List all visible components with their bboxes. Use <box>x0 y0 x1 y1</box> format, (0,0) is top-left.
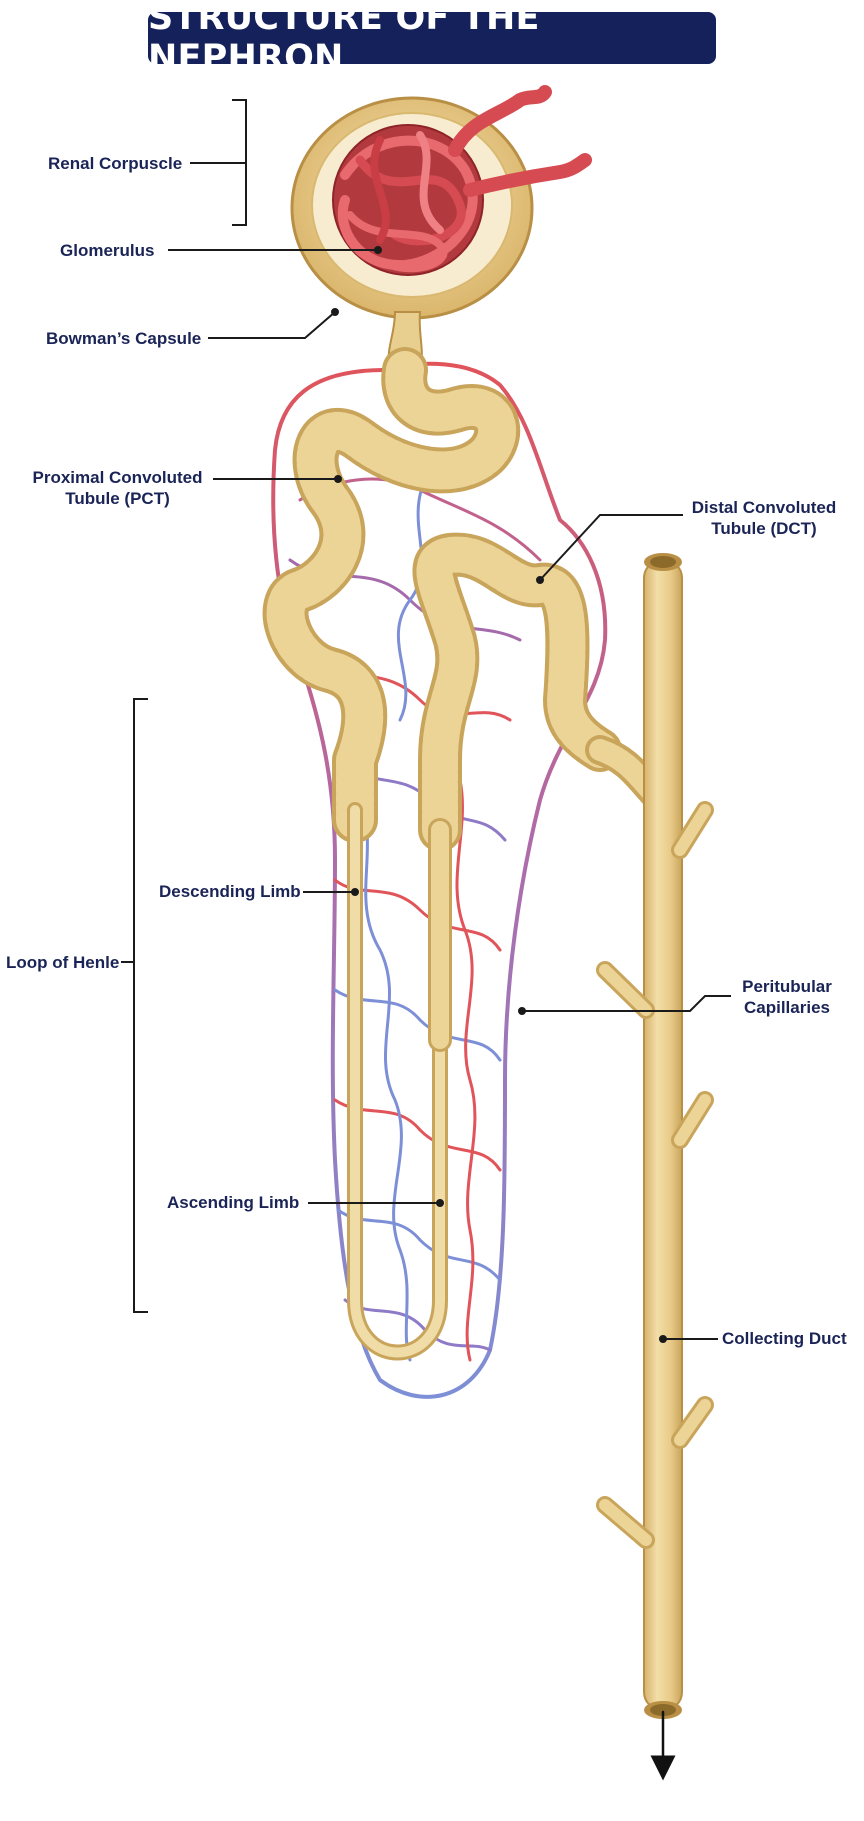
label-glomerulus: Glomerulus <box>60 241 155 260</box>
title-banner: STRUCTURE OF THE NEPHRON <box>148 0 716 78</box>
glomerulus <box>332 85 592 276</box>
leader-lines <box>121 99 731 1343</box>
label-proximal-convoluted-tubule: Proximal Convoluted Tubule (PCT) <box>30 467 205 509</box>
label-distal-convoluted-tubule: Distal Convoluted Tubule (DCT) <box>684 497 844 539</box>
label-renal-corpuscle: Renal Corpuscle <box>48 154 183 173</box>
efferent-arteriole <box>463 153 592 197</box>
label-pct-line2: Tubule (PCT) <box>65 489 170 508</box>
label-dct-line1: Distal Convoluted <box>691 498 837 517</box>
label-ascending-limb: Ascending Limb <box>167 1193 300 1212</box>
collecting-duct <box>585 553 714 1781</box>
label-pct-line1: Proximal Convoluted <box>32 468 203 487</box>
label-loop-of-henle: Loop of Henle <box>6 953 120 972</box>
page-title: STRUCTURE OF THE NEPHRON <box>148 0 540 78</box>
label-bowmans-capsule: Bowman’s Capsule <box>46 329 202 348</box>
label-peritubular-line2: Capillaries <box>744 998 830 1017</box>
label-peritubular-capillaries: Peritubular Capillaries <box>732 976 842 1018</box>
label-descending-limb: Descending Limb <box>159 882 301 901</box>
label-peritubular-line1: Peritubular <box>742 977 832 996</box>
label-dct-line2: Tubule (DCT) <box>711 519 817 538</box>
proximal-convoluted-tubule <box>262 347 521 843</box>
label-collecting-duct: Collecting Duct <box>722 1329 847 1348</box>
loop-of-henle <box>347 802 452 1361</box>
afferent-arteriole <box>448 85 552 157</box>
distal-convoluted-tubule <box>412 532 622 852</box>
loop-of-henle-bracket <box>133 698 148 1313</box>
